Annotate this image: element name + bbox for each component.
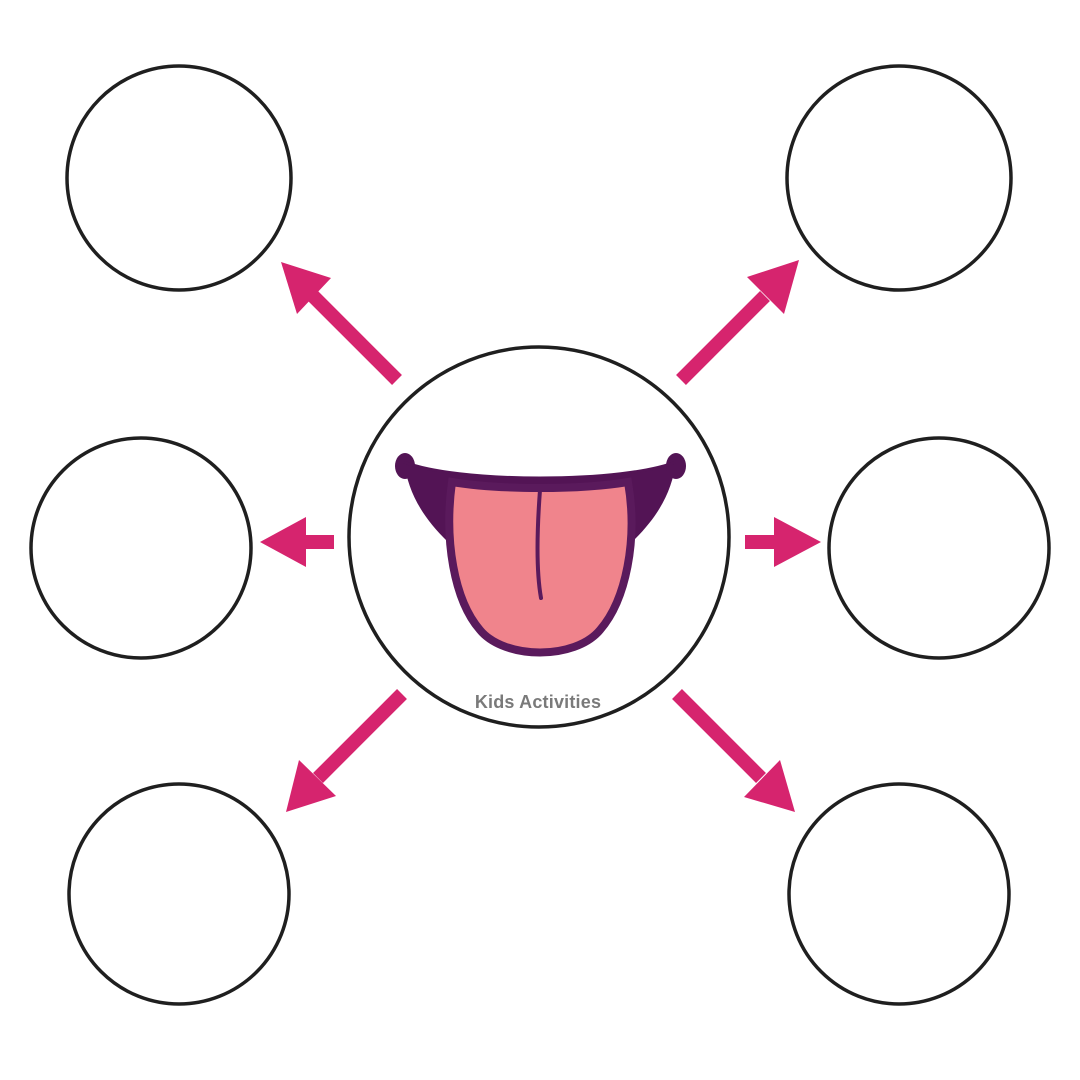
arrow-top-left [281,262,402,385]
arrow-bottom-right [672,689,795,812]
arrow-top-right [676,260,799,385]
answer-circle-middle-right[interactable] [827,436,1051,660]
arrow-middle-right [745,517,821,567]
center-watermark-text: Kids Activities [475,692,601,712]
answer-circle-top-left[interactable] [65,64,293,292]
answer-circle-bottom-left[interactable] [67,782,291,1006]
answer-circle-middle-left[interactable] [29,436,253,660]
tongue-icon [395,453,686,657]
arrow-middle-left [260,517,334,567]
answer-circle-top-right[interactable] [785,64,1013,292]
arrow-bottom-left [286,689,407,812]
answer-circle-bottom-right[interactable] [787,782,1011,1006]
